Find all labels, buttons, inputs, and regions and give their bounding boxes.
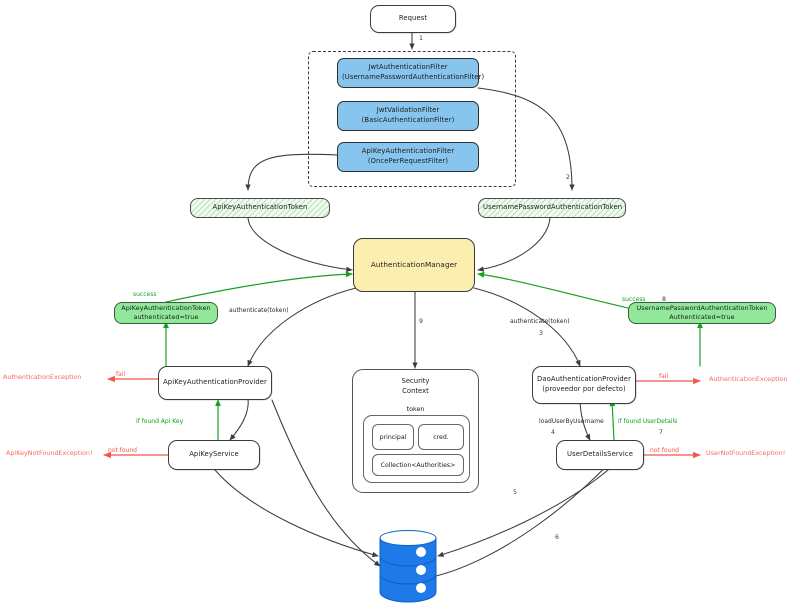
database-icon[interactable] xyxy=(376,528,440,604)
security-context-title-line2: Context xyxy=(402,387,429,395)
apikey-authentication-token-label: ApiKeyAuthenticationToken xyxy=(212,203,308,212)
jwt-authentication-filter-line2: (UsernamePasswordAuthenticationFilter) xyxy=(342,73,485,81)
node-userdetails-service[interactable]: UserDetailsService xyxy=(556,440,644,470)
exception-apikey-authentication: AuthenticationException xyxy=(3,373,82,381)
edge-label-1: 1 xyxy=(419,35,423,42)
node-jwt-validation-filter[interactable]: JwtValidationFilter (BasicAuthentication… xyxy=(337,101,479,131)
jwt-authentication-filter-line1: JwtAuthenticationFilter xyxy=(368,63,448,72)
edge-label-fail-right: fail xyxy=(659,373,669,380)
dao-authentication-provider-line2: (proveedor por defecto) xyxy=(542,385,626,393)
edge-label-success-right: success xyxy=(622,296,646,303)
node-apikey-authentication-token[interactable]: ApiKeyAuthenticationToken xyxy=(190,198,330,218)
node-request-label: Request xyxy=(398,14,428,23)
edge-label-9: 9 xyxy=(419,318,423,325)
edge-label-6: 6 xyxy=(555,534,559,541)
edge-label-3: 3 xyxy=(539,330,543,337)
exception-apikey-notfound: ApiKeyNotFoundException! xyxy=(6,449,93,457)
edge-label-if-found-userdetails: if found UserDetails xyxy=(618,418,678,425)
edge-label-authenticate-right: authenticate(token) xyxy=(510,318,570,325)
jwt-validation-filter-line1: JwtValidationFilter xyxy=(376,106,440,115)
node-apikey-authentication-filter[interactable]: ApiKeyAuthenticationFilter (OncePerReque… xyxy=(337,142,479,172)
authentication-manager-label: AuthenticationManager xyxy=(370,259,458,269)
node-request[interactable]: Request xyxy=(370,5,456,33)
apikey-success-token-line1: ApiKeyAuthenticationToken xyxy=(121,303,211,312)
security-context-token-label: token xyxy=(406,405,425,413)
node-apikey-service[interactable]: ApiKeyService xyxy=(168,440,260,470)
apikey-service-label: ApiKeyService xyxy=(189,450,239,459)
edge-label-8: 8 xyxy=(662,296,666,303)
security-context-credentials: cred. xyxy=(418,424,464,450)
security-context-title-line1: Security xyxy=(401,377,430,385)
userdetails-service-label: UserDetailsService xyxy=(567,450,633,459)
node-security-context[interactable]: Security Context token principal cred. C… xyxy=(352,369,479,493)
exception-dao-authentication: AuthenticationException xyxy=(709,375,788,383)
node-authentication-manager[interactable]: AuthenticationManager xyxy=(353,238,475,292)
apikey-authentication-provider-label: ApiKeyAuthenticationProvider xyxy=(163,378,267,387)
node-userpass-success-token[interactable]: UsernamePasswordAuthenticationToken Auth… xyxy=(628,302,776,324)
edge-label-if-found-api-key: if found Api Key xyxy=(136,418,184,425)
exception-user-notfound: UserNotFoundException! xyxy=(706,449,786,457)
edge-label-5: 5 xyxy=(513,489,517,496)
edge-label-4: 4 xyxy=(551,429,555,436)
node-apikey-success-token[interactable]: ApiKeyAuthenticationToken authenticated=… xyxy=(114,302,218,324)
edge-label-authenticate-left: authenticate(token) xyxy=(229,307,289,314)
node-usernamepassword-authentication-token[interactable]: UsernamePasswordAuthenticationToken xyxy=(478,198,626,218)
node-jwt-authentication-filter[interactable]: JwtAuthenticationFilter (UsernamePasswor… xyxy=(337,58,485,88)
apikey-authentication-filter-line1: ApiKeyAuthenticationFilter xyxy=(361,147,455,156)
security-context-token-box: principal cred. Collection<Authorities> xyxy=(363,415,470,483)
userpass-success-token-line1: UsernamePasswordAuthenticationToken xyxy=(636,303,768,312)
dao-authentication-provider-line1: DaoAuthenticationProvider xyxy=(537,375,631,384)
node-apikey-authentication-provider[interactable]: ApiKeyAuthenticationProvider xyxy=(158,366,272,400)
edge-label-success-left: success xyxy=(133,291,157,298)
apikey-success-token-line2: authenticated=true xyxy=(133,313,199,321)
apikey-authentication-filter-line2: (OncePerRequestFilter) xyxy=(367,157,449,165)
security-context-principal: principal xyxy=(372,424,414,450)
node-dao-authentication-provider[interactable]: DaoAuthenticationProvider (proveedor por… xyxy=(532,366,636,404)
edge-label-load-user-by-username: loadUserByUsername xyxy=(539,418,604,425)
security-context-authorities: Collection<Authorities> xyxy=(372,454,464,476)
userpass-success-token-line2: Authenticated=true xyxy=(669,313,735,321)
edge-label-2: 2 xyxy=(566,174,570,181)
filter-chain-container xyxy=(308,51,516,187)
usernamepassword-authentication-token-label: UsernamePasswordAuthenticationToken xyxy=(483,203,623,212)
jwt-validation-filter-line2: (BasicAuthenticationFilter) xyxy=(361,116,455,124)
edge-label-not-found-left: not found xyxy=(108,447,137,454)
edge-label-not-found-right: not found xyxy=(650,447,679,454)
edge-label-fail-left: fail xyxy=(116,371,126,378)
edge-label-7: 7 xyxy=(659,429,663,436)
